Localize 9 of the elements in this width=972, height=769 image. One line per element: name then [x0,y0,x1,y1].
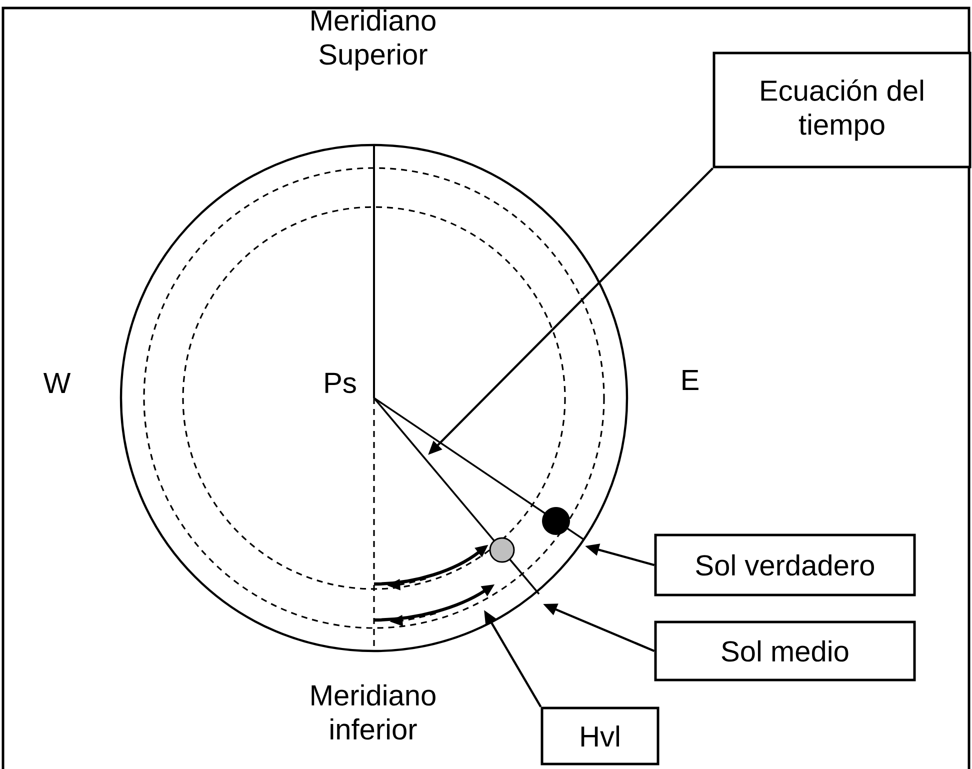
text-label: Ps [325,372,356,394]
text-label: Meridiano inferior [312,684,436,740]
label-box: Sol verdadero [654,534,916,596]
text-label: Meridiano Superior [312,9,436,71]
text-label: W [43,373,71,393]
text-label: E [682,370,698,390]
label-box: Sol medio [654,620,916,682]
label-box: Ecuación del tiempo [712,52,972,168]
label-box: Hvl [540,706,660,766]
